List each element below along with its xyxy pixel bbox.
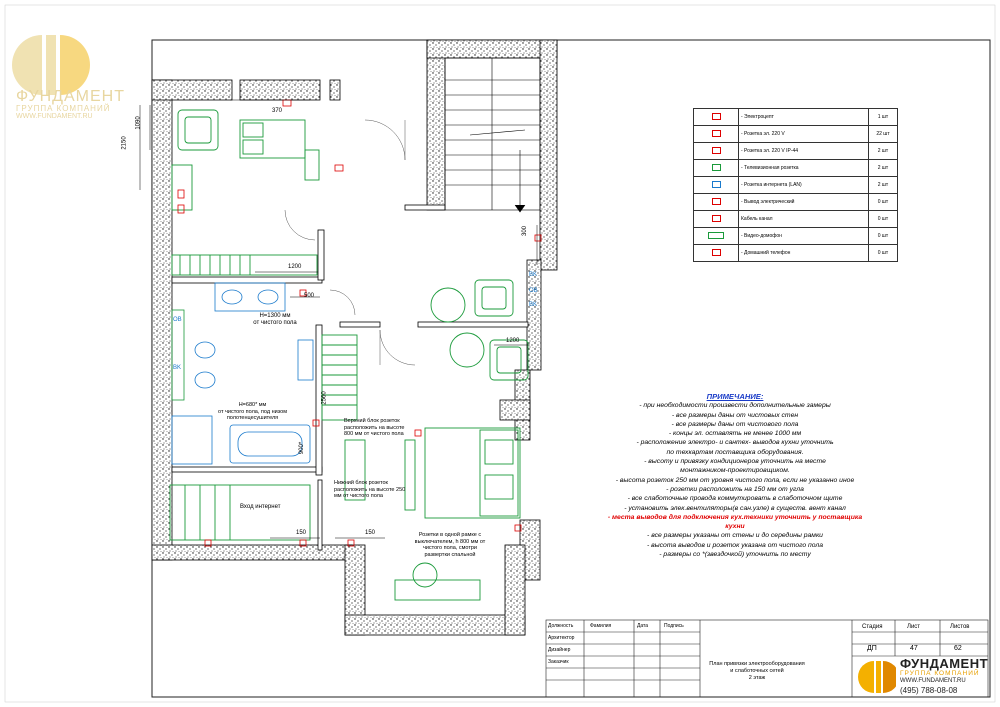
brand-logo-icon	[858, 661, 896, 693]
dim-1200a: 1200	[288, 264, 302, 270]
logo-site: WWW.FUNDAMENT.RU	[16, 113, 93, 120]
video-intercom-icon	[708, 231, 724, 239]
staircase	[444, 57, 541, 213]
note-line: - при необходимости произвести дополните…	[639, 402, 831, 410]
note-internet: Вход интернет	[240, 504, 281, 510]
socket-markers	[177, 99, 542, 547]
stamp-sheets: 62	[954, 645, 962, 652]
note-line: монтажником-проектировщиком.	[680, 467, 790, 475]
interior-walls	[171, 204, 529, 551]
note-line: - розетки расположить на 150 мм от угла	[666, 485, 804, 493]
notes-red-line: - места выводов для подключения кух.техн…	[607, 513, 863, 531]
note-line: - все размеры даны от чистовых стен	[671, 411, 799, 419]
logo-name: ФУНДАМЕНТ	[16, 88, 125, 105]
note-line: - установить элек.вентиляторы(в сан.узле…	[624, 504, 846, 512]
note-upper-sockets: Верхний блок розеток расположить на высо…	[344, 418, 405, 437]
notes-title: ПРИМЕЧАНИЕ:	[706, 392, 764, 401]
stamp-cell-role: Архитектор	[548, 635, 575, 641]
logo-sub: ГРУППА КОМПАНИЙ	[16, 104, 111, 113]
doors	[284, 119, 416, 366]
dim-500: 500	[304, 293, 315, 299]
bk-label-2: BK	[529, 272, 538, 278]
legend-count: 0 шт	[868, 244, 898, 262]
notes-block: ПРИМЕЧАНИЕ: - при необходимости произвес…	[600, 392, 870, 559]
legend-count: 2 шт	[868, 159, 898, 177]
tv-socket-icon	[711, 163, 721, 171]
bathroom-fixtures	[171, 282, 314, 465]
note-line: - все размеры указаны от стены и до сере…	[647, 532, 823, 540]
stamp-cell-role: Должность	[548, 623, 574, 629]
stamp-title: План привязки электрооборудования и слаб…	[709, 661, 805, 681]
ob-label-2: OB	[529, 288, 538, 294]
ob-label-1: OB	[173, 317, 182, 323]
note-line: - высота розеток 250 мм от уровня чистог…	[615, 476, 855, 484]
socket-220-icon	[711, 129, 721, 137]
outer-walls	[151, 39, 558, 636]
note-line: - концы эл. оставлять не менее 1000 мм	[668, 430, 802, 438]
note-frame: Розетки в одной рамке с выключателем, h …	[414, 532, 486, 558]
dimension-lines	[139, 99, 538, 539]
note-line: - размеры со *(звездочкой) уточнить по м…	[659, 551, 811, 559]
note-line: - расположение электро- и сантех- выводо…	[636, 439, 834, 447]
bedroom2-furniture	[169, 427, 521, 601]
stamp-sheets-label: Листов	[950, 624, 970, 630]
stamp-cell-role: Заказчик	[548, 659, 569, 665]
stamp-cell-sign: Подпись	[664, 623, 684, 629]
note-line: по техкартам поставщика оборудования.	[666, 448, 804, 456]
stamp-stage: ДП	[867, 645, 877, 652]
stamp-cell-role: Дизайнер	[548, 647, 571, 653]
stamp-stage-label: Стадия	[862, 624, 883, 630]
note-h680: H=680* мм от чистого пола, под низом пол…	[218, 402, 287, 421]
brand-phone: (495) 788-08-08	[900, 686, 958, 695]
home-phone-icon	[711, 248, 721, 256]
bk-label-3: BK	[529, 302, 538, 308]
hall-furniture	[321, 279, 529, 421]
note-lower-sockets: Нижний блок розеток расположить на высот…	[334, 480, 406, 499]
company-logo-icon	[12, 35, 90, 95]
socket-ip44-icon	[711, 146, 721, 154]
lan-socket-icon	[711, 180, 721, 188]
dim-1200b: 1200	[506, 338, 520, 344]
electric-outlet-icon	[711, 197, 721, 205]
brand-name: ФУНДАМЕНТ	[900, 656, 989, 671]
note-h1300: H=1300 мм от чистого пола	[253, 313, 297, 326]
bk-label-1: BK	[173, 365, 182, 371]
note-line: - высоту и привязку кондиционеров уточни…	[644, 458, 826, 466]
stamp-cell-date: Дата	[637, 623, 649, 629]
note-line: - высота выводов и розеток указана от чи…	[646, 541, 824, 549]
dim-150b: 150	[365, 530, 376, 536]
dim-370: 370	[272, 108, 283, 114]
wall-socket-icon	[711, 112, 721, 120]
bedroom1-furniture	[171, 109, 320, 276]
stamp-cell-surname: Фамилия	[590, 623, 612, 629]
dim-150a: 150	[296, 530, 307, 536]
brand-sub: ГРУППА КОМПАНИЙ	[900, 670, 980, 677]
note-line: - все слаботочные провода коммутировать …	[627, 495, 843, 503]
cable-channel-icon	[711, 214, 721, 222]
note-line: - все размеры даны от чистового пола	[671, 420, 799, 428]
stamp-sheet-label: Лист	[907, 624, 921, 630]
stamp-sheet: 47	[910, 645, 918, 652]
brand-site: WWW.FUNDAMENT.RU	[900, 678, 966, 684]
